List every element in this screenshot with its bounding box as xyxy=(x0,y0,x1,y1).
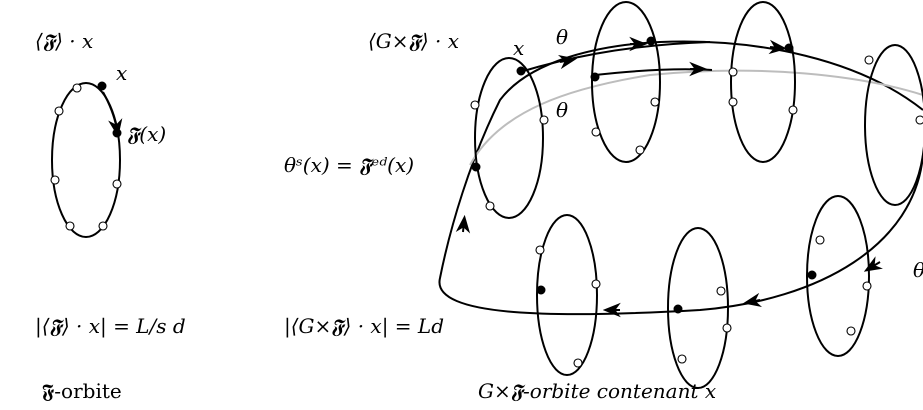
f-orbit-title: ⟨𝕱⟩ · x xyxy=(35,29,93,53)
gf-point xyxy=(864,55,874,65)
gf-label-x: x xyxy=(513,36,524,60)
gf-point xyxy=(470,100,480,110)
gf-label-theta-mid: θ xyxy=(556,98,568,122)
gf-orbit-caption: G×𝕱-orbite contenant x xyxy=(478,379,716,403)
gf-label-theta-power: θˢ(x) = 𝕱ᵉᵈ(x) xyxy=(284,153,414,177)
gf-arrow xyxy=(768,39,788,55)
gf-point xyxy=(716,286,726,296)
f-orbit-cardinality: |⟨𝕱⟩ · x| = L/s d xyxy=(35,314,186,339)
gf-label-theta-right: θ xyxy=(913,258,923,282)
f-orbit-label-fx: 𝕱(x) xyxy=(127,122,166,146)
gf-point xyxy=(573,358,583,368)
f-orbit-caption: 𝕱-orbite xyxy=(42,379,122,403)
f-orbit-point xyxy=(65,221,75,231)
gf-point xyxy=(591,279,601,289)
gf-point xyxy=(728,67,738,77)
fiber-7 xyxy=(806,195,870,357)
f-orbit-point xyxy=(112,179,122,189)
f-orbit-panel: ⟨𝕱⟩ · x x 𝕱(x) |⟨𝕱⟩ · x| = L/s d 𝕱-orbit… xyxy=(35,29,186,403)
gf-point xyxy=(815,235,825,245)
gf-point xyxy=(673,304,683,314)
fiber-6 xyxy=(667,227,729,389)
gf-orbit-title: ⟨G×𝕱⟩ · x xyxy=(368,29,459,53)
f-orbit-point xyxy=(72,83,82,93)
gf-point xyxy=(635,145,645,155)
gf-point xyxy=(788,105,798,115)
f-orbit-label-x: x xyxy=(116,61,127,85)
gf-arrow xyxy=(742,292,763,307)
gf-point xyxy=(722,323,732,333)
gf-main-circuit xyxy=(438,40,923,316)
f-orbit-point-fx xyxy=(112,128,122,138)
gf-point xyxy=(807,270,817,280)
f-orbit-point xyxy=(54,106,64,116)
gf-point xyxy=(536,285,546,295)
f-orbit-point-x xyxy=(97,81,107,91)
gf-label-theta-top: θ xyxy=(556,25,568,49)
fiber-5 xyxy=(536,214,598,376)
gf-inner-circuit xyxy=(469,69,923,166)
fiber-4 xyxy=(864,44,923,206)
f-orbit-point xyxy=(50,175,60,185)
fiber-1 xyxy=(474,57,544,219)
gf-point xyxy=(915,115,923,125)
f-orbit-point xyxy=(98,221,108,231)
gf-arrow xyxy=(863,256,883,272)
gf-point xyxy=(539,115,549,125)
gf-point xyxy=(590,72,600,82)
fiber-3 xyxy=(730,1,796,163)
gf-point xyxy=(846,326,856,336)
fiber-2 xyxy=(591,1,661,163)
gf-point-x xyxy=(516,66,526,76)
gf-point xyxy=(862,281,872,291)
f-orbit-loop xyxy=(51,82,121,238)
gf-point xyxy=(650,97,660,107)
gf-orbit-cardinality: |⟨G×𝕱⟩ · x| = Ld xyxy=(284,314,444,339)
gf-point xyxy=(784,43,794,53)
gf-orbit-panel: ⟨G×𝕱⟩ · x xyxy=(284,1,923,403)
f-orbit-arrow xyxy=(102,91,123,138)
gf-point xyxy=(591,127,601,137)
gf-arrow xyxy=(557,55,578,70)
gf-point-theta-s xyxy=(471,162,481,172)
gf-point xyxy=(535,245,545,255)
gf-point xyxy=(728,97,738,107)
gf-point xyxy=(485,201,495,211)
gf-arrow xyxy=(455,214,471,234)
gf-inner-strand xyxy=(519,41,711,73)
gf-point xyxy=(646,36,656,46)
gf-point xyxy=(677,354,687,364)
